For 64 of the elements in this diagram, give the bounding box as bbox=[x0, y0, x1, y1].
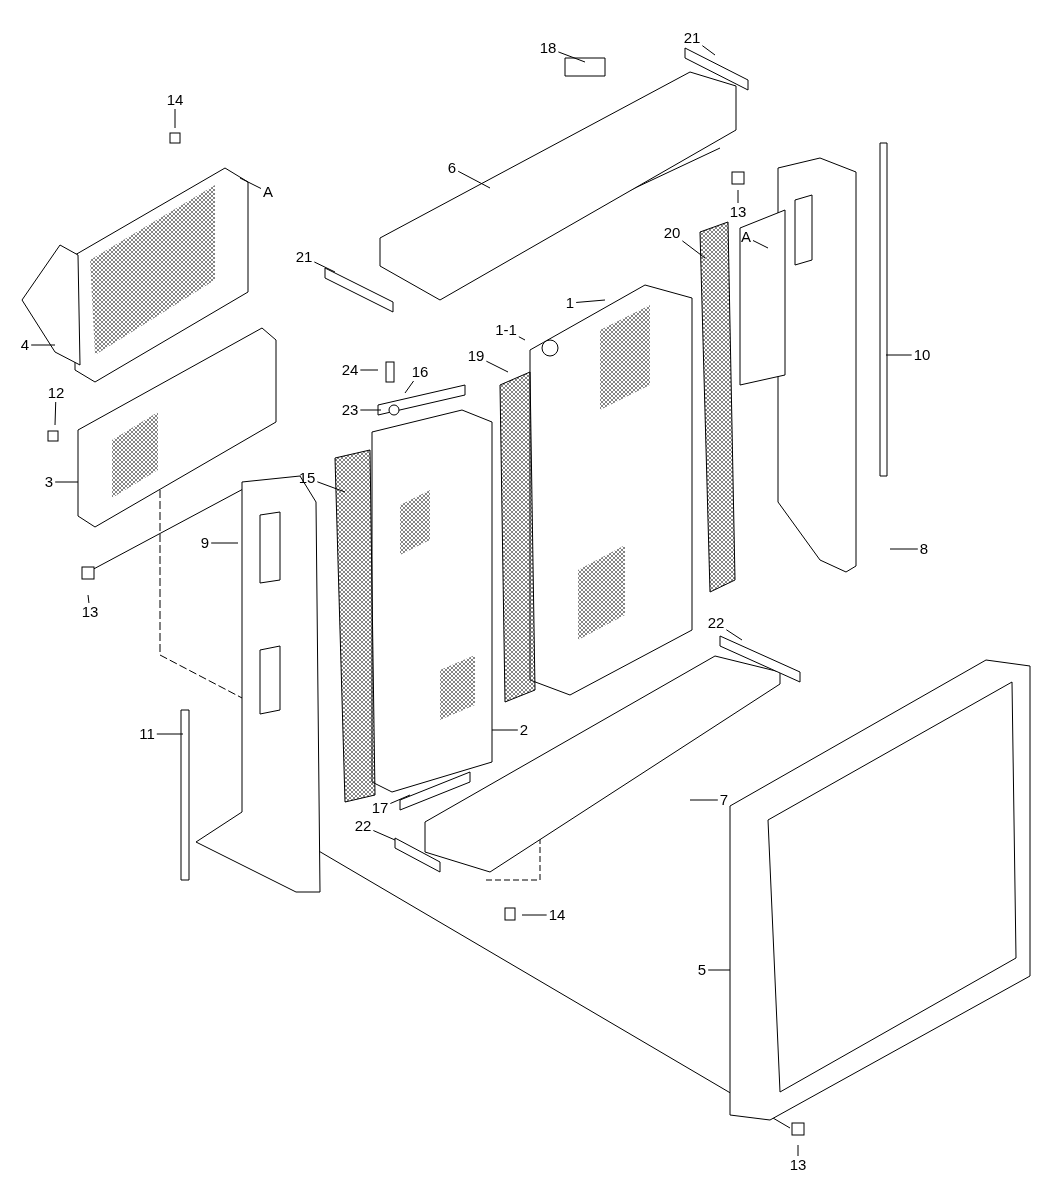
callout-number: 12 bbox=[46, 385, 66, 401]
leader-line bbox=[359, 369, 379, 371]
leader-line bbox=[30, 344, 56, 346]
leader-line bbox=[156, 733, 184, 735]
leader-line bbox=[210, 542, 239, 544]
leader-line bbox=[404, 380, 415, 394]
callout-number: 4 bbox=[19, 337, 31, 353]
callout-number: 20 bbox=[662, 225, 682, 241]
callout-number: 18 bbox=[538, 40, 558, 56]
callout-number: 3 bbox=[43, 474, 55, 490]
leader-line bbox=[518, 336, 526, 341]
leader-line bbox=[752, 240, 769, 249]
leader-line bbox=[707, 969, 731, 971]
leader-line bbox=[797, 1144, 799, 1157]
leader-line bbox=[737, 189, 739, 204]
leader-line bbox=[457, 170, 491, 189]
leader-line bbox=[491, 729, 519, 731]
callout-number: 13 bbox=[728, 204, 748, 220]
callout-number: 1 bbox=[564, 295, 576, 311]
leader-line bbox=[174, 108, 176, 129]
callout-number: 22 bbox=[706, 615, 726, 631]
callout-number: 15 bbox=[297, 470, 317, 486]
callout-number: 19 bbox=[466, 348, 486, 364]
leader-line bbox=[485, 360, 509, 373]
callout-number: 1-1 bbox=[494, 322, 518, 338]
callout-number: 13 bbox=[80, 604, 100, 620]
callout-number: 8 bbox=[918, 541, 930, 557]
leader-line bbox=[389, 794, 411, 804]
callout-number: 23 bbox=[340, 402, 360, 418]
callout-number: 14 bbox=[165, 92, 185, 108]
callout-number: 11 bbox=[138, 726, 156, 742]
callout-number: 14 bbox=[547, 907, 567, 923]
leader-line bbox=[681, 240, 706, 259]
callout-number: 17 bbox=[370, 800, 390, 816]
leader-line bbox=[889, 548, 919, 550]
leader-line bbox=[359, 409, 382, 411]
leader-line bbox=[557, 51, 586, 63]
leader-line bbox=[689, 799, 719, 801]
leader-line bbox=[372, 830, 396, 841]
callout-number: 24 bbox=[340, 362, 360, 378]
leader-line bbox=[316, 481, 346, 493]
leader-line bbox=[725, 629, 743, 641]
callout-number: 6 bbox=[446, 160, 458, 176]
callout-number: 21 bbox=[294, 249, 314, 265]
leader-line bbox=[885, 354, 913, 356]
callout-number: A bbox=[262, 184, 274, 200]
leader-line bbox=[575, 299, 606, 303]
callout-number: 22 bbox=[353, 818, 373, 834]
callout-number: 10 bbox=[912, 347, 932, 363]
leader-line bbox=[521, 914, 548, 916]
leader-line bbox=[701, 45, 716, 56]
callout-number: 21 bbox=[682, 30, 702, 46]
callout-number: 9 bbox=[199, 535, 211, 551]
callout-number: 7 bbox=[718, 792, 730, 808]
callout-number: 16 bbox=[410, 364, 430, 380]
leader-line bbox=[313, 261, 336, 273]
callout-number: 13 bbox=[788, 1157, 808, 1173]
leader-line bbox=[54, 401, 57, 426]
leader-line bbox=[87, 594, 90, 604]
callout-number: 2 bbox=[518, 722, 530, 738]
leader-line bbox=[54, 481, 79, 483]
callout-number: 5 bbox=[696, 962, 708, 978]
callout-number: A bbox=[740, 229, 752, 245]
leader-line bbox=[239, 177, 262, 189]
